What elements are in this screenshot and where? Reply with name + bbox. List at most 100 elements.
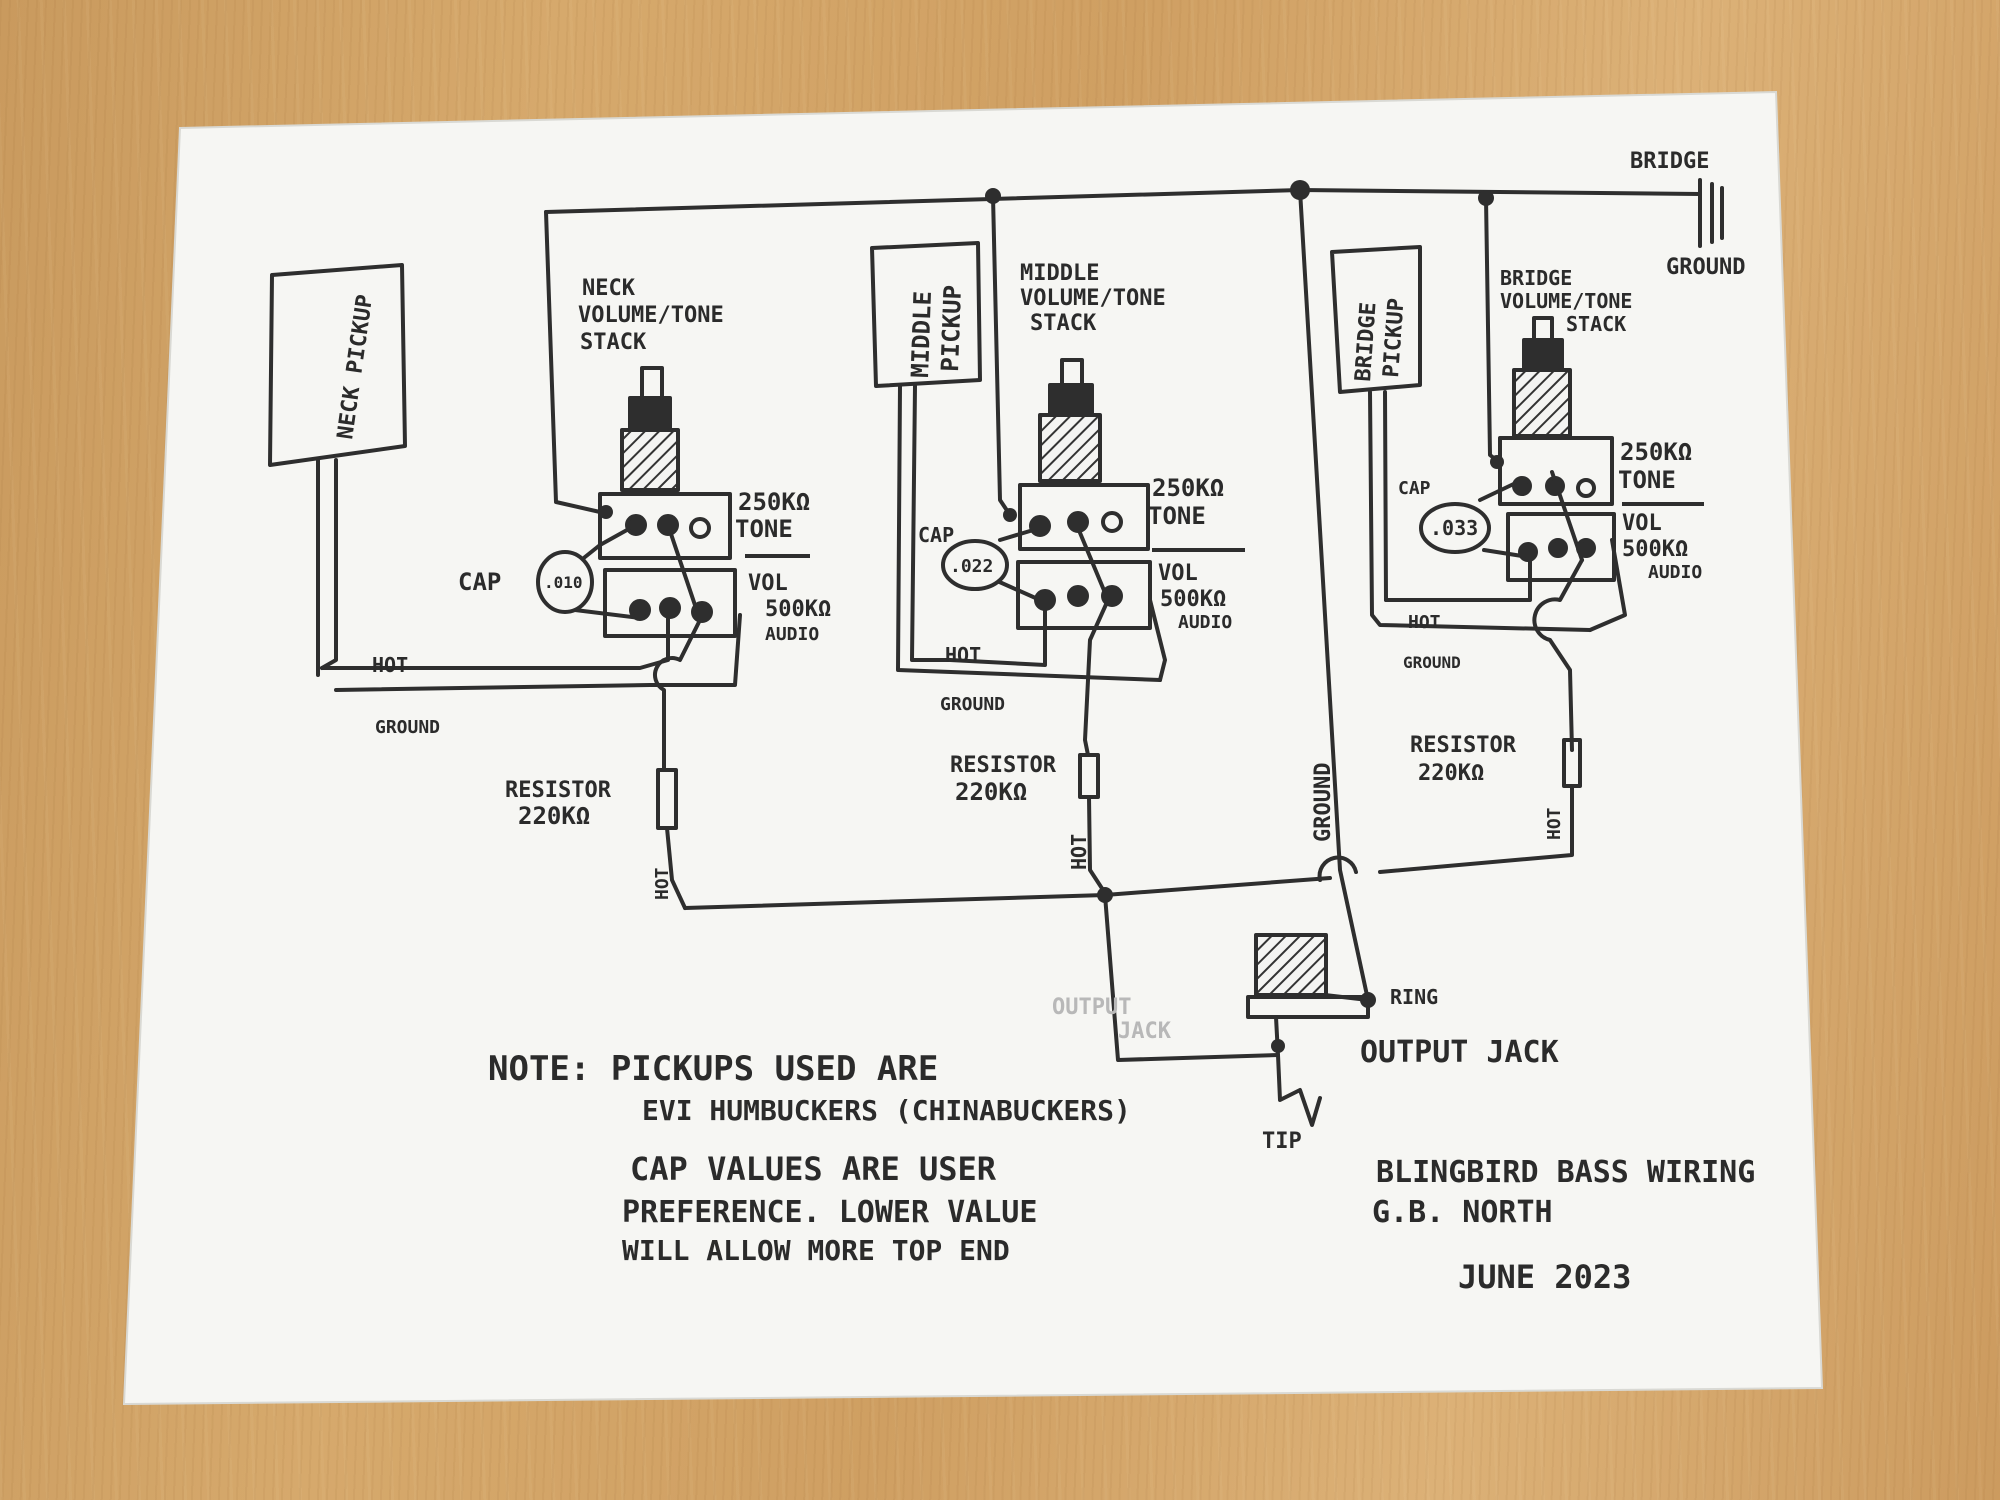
pot-lug (1518, 542, 1538, 562)
pot-lug (1545, 476, 1565, 496)
pot-lug (1101, 511, 1123, 533)
middle-cap-label: CAP (918, 523, 954, 547)
bridge-hot-wire (1384, 558, 1532, 602)
bridge-stack-label-3: STACK (1566, 312, 1626, 336)
output-jack-faint-1: OUTPUT (1052, 995, 1131, 1020)
middle-stack-label-2: VOLUME/TONE (1020, 286, 1166, 311)
middle-tone-pot (1018, 483, 1150, 551)
neck-cap-label: CAP (458, 568, 501, 596)
neck-stack-label-1: NECK (582, 276, 636, 301)
neck-resistor-out (665, 826, 687, 910)
middle-output-hot-label: HOT (1067, 834, 1091, 870)
middle-pot-bushing (1038, 413, 1102, 483)
junction-dot (599, 505, 613, 519)
middle-pickup-leads (896, 384, 1162, 682)
pot-lug (659, 597, 681, 619)
bridge-vol-value: 500KΩ (1622, 537, 1688, 562)
middle-vol-label: VOL (1158, 561, 1198, 586)
neck-tone-pot (598, 492, 732, 560)
middle-pickup-label-2: PICKUP (936, 285, 967, 373)
bridge-hot-label: HOT (1408, 612, 1441, 633)
middle-stack-label-3: STACK (1030, 311, 1097, 336)
junction-dot (1490, 455, 1504, 469)
neck-resistor-label: RESISTOR (505, 778, 612, 803)
middle-hot-wire (948, 608, 1047, 667)
neck-stack-label-2: VOLUME/TONE (578, 303, 724, 328)
bridge-resistor-value: 220KΩ (1418, 761, 1484, 786)
middle-stack-label-1: MIDDLE (1020, 261, 1099, 286)
middle-ground-label: GROUND (940, 694, 1005, 715)
middle-resistor-out (1087, 795, 1107, 895)
middle-tone-vol-link (1076, 526, 1110, 602)
neck-vol-label: VOL (748, 571, 788, 596)
neck-ground-label: GROUND (375, 717, 440, 738)
middle-pickup (870, 241, 982, 388)
bridge-ground-title-2: GROUND (1666, 255, 1745, 280)
pot-lug (1067, 511, 1089, 533)
note-line-5: WILL ALLOW MORE TOP END (622, 1234, 1010, 1267)
output-jack-frame (1103, 893, 1280, 1062)
neck-output-hot-label: HOT (652, 867, 673, 900)
junction-dot (1360, 992, 1376, 1008)
neck-tone-label: TONE (735, 515, 793, 543)
bridge-pot-knurl (1522, 338, 1564, 372)
output-jack-sleeve-hatch (1254, 933, 1328, 997)
pot-lug (629, 599, 651, 621)
neck-capacitor (536, 550, 594, 614)
bridge-ground-label: GROUND (1403, 653, 1461, 672)
neck-vol-value: 500KΩ (765, 597, 831, 622)
junction-dot (1290, 180, 1310, 200)
neck-pickup (268, 263, 407, 467)
neck-vol-taper: AUDIO (765, 624, 819, 645)
middle-vol-value: 500KΩ (1160, 587, 1226, 612)
middle-out-line (1083, 598, 1110, 757)
bridge-capacitor (1419, 502, 1491, 554)
neck-ground-line (334, 613, 742, 692)
pot-lug (1548, 538, 1568, 558)
output-jack-label: OUTPUT JACK (1360, 1035, 1559, 1070)
output-jack-ring-label: RING (1390, 985, 1438, 1009)
pot-lug (1101, 585, 1123, 607)
middle-vol-pot (1016, 560, 1152, 630)
bridge-pickup (1330, 245, 1422, 394)
ground-hot-crossover (1317, 855, 1358, 882)
bridge-tone-value: 250KΩ (1620, 438, 1692, 466)
output-jack-faint-2: JACK (1118, 1019, 1172, 1044)
pot-lug (1576, 478, 1596, 498)
pot-lug (691, 601, 713, 623)
pot-lug (1576, 538, 1596, 558)
pot-lug (657, 514, 679, 536)
middle-pickup-label-1: MIDDLE (906, 291, 937, 379)
middle-pot-knurl (1048, 383, 1094, 417)
output-jack-tip-label: TIP (1262, 1129, 1302, 1154)
neck-out-line (653, 618, 702, 772)
pot-lug (625, 514, 647, 536)
neck-resistor-value: 220KΩ (518, 802, 590, 830)
pot-lug (689, 517, 711, 539)
bridge-out-line (1532, 558, 1584, 752)
note-line-3: CAP VALUES ARE USER (630, 1150, 997, 1188)
bridge-resistor-out (1378, 784, 1574, 874)
main-ground-label: GROUND (1311, 763, 1336, 842)
title-date: JUNE 2023 (1458, 1258, 1631, 1296)
pot-lug (1512, 476, 1532, 496)
junction-dot (1478, 190, 1494, 206)
bridge-tone-pot (1498, 436, 1614, 506)
bridge-pickup-leads (1368, 390, 1592, 632)
bridge-pickup-label-2: PICKUP (1379, 297, 1409, 378)
middle-resistor-value: 220KΩ (955, 778, 1027, 806)
neck-pot-knurl (628, 396, 672, 432)
neck-hot-line (320, 616, 670, 670)
bridge-stack-label-2: VOLUME/TONE (1500, 289, 1632, 313)
note-line-2: EVI HUMBUCKERS (CHINABUCKERS) (642, 1094, 1131, 1127)
middle-resistor-label: RESISTOR (950, 753, 1057, 778)
bridge-cap-label: CAP (1398, 478, 1431, 499)
neck-stack-label-3: STACK (580, 330, 647, 355)
bridge-pickup-label-1: BRIDGE (1351, 301, 1381, 382)
note-line-4: PREFERENCE. LOWER VALUE (622, 1195, 1037, 1230)
middle-hot-label: HOT (945, 643, 981, 667)
title-line-1: BLINGBIRD BASS WIRING (1376, 1155, 1755, 1190)
middle-tone-value: 250KΩ (1152, 474, 1224, 502)
bridge-tone-label: TONE (1618, 466, 1676, 494)
